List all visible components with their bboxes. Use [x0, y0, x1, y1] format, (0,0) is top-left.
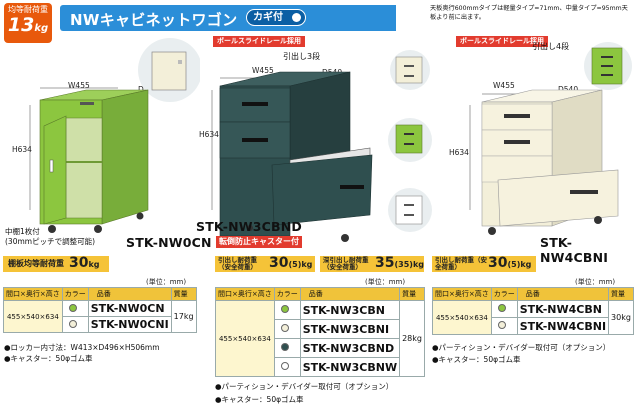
p3-load-bar: 引出し耐荷重（安全荷重） 30(5)kg — [432, 256, 536, 272]
p2-th-color: カラー — [273, 287, 301, 301]
p2-unit-label: (単位：mm) — [365, 278, 406, 286]
page-title: NWキャビネットワゴン — [70, 11, 238, 29]
ivory-color-dot — [281, 324, 290, 332]
p3-open-drawer — [497, 169, 619, 227]
p3-rail-tag: ボールスライドレール採用 — [456, 36, 548, 47]
p3-dim-width: W455 — [493, 81, 515, 90]
p2-th-model: 品番 — [299, 287, 401, 301]
load-capacity-value: 13kg — [7, 14, 49, 36]
p2-th-mass: 質量 — [399, 287, 425, 301]
table-row: STK-NW0CN — [87, 300, 172, 317]
p2-load-bar-b: 深引出し耐荷重（安全荷重） 35(35)kg — [320, 256, 424, 272]
key-badge-label: カギ付 — [253, 12, 283, 23]
p1-dim-width: W455 — [68, 81, 90, 90]
p2-spec-table: 間口×奥行×高さ カラー 品番 質量 455×540×634 STK-NW3CB… — [215, 287, 425, 377]
key-badge: カギ付 — [246, 9, 306, 26]
p1-td-mass: 17kg — [170, 300, 197, 333]
table-row: STK-NW3CBNI — [299, 319, 401, 339]
p3-cabinet-illustration — [469, 42, 632, 235]
p2-load-value-b: 35(35)kg — [375, 255, 424, 271]
p1-cabinet-door — [43, 115, 67, 225]
p2-load-value-a: 30(5)kg — [269, 255, 313, 271]
p3-td-size: 455×540×634 — [432, 300, 492, 335]
p1-th-size: 間口×奥行×高さ — [3, 287, 63, 301]
p3-th-size: 間口×奥行×高さ — [432, 287, 492, 301]
title-bar: NWキャビネットワゴン — [60, 5, 396, 31]
p2-inset-ivory — [395, 56, 423, 84]
p3-load-label: 引出し耐荷重（安全荷重） — [435, 256, 487, 271]
p3-model-label: STK-NW4CBNI — [540, 235, 609, 265]
p3-load-value: 30(5)kg — [488, 255, 532, 271]
p2-dim-width: W455 — [252, 66, 274, 75]
p3-dim-height: H634 — [449, 148, 469, 157]
p2-rail-tag: ボールスライドレール採用 — [213, 36, 305, 47]
p2-inset-green — [395, 124, 423, 154]
load-capacity-label: 均等耐荷重 — [8, 5, 48, 14]
p1-inset-cabinet — [151, 51, 187, 91]
p3-th-model: 品番 — [516, 287, 610, 301]
table-row: STK-NW3CBND — [299, 338, 401, 358]
p2-cabinet-illustration — [211, 50, 432, 244]
p2-td-size: 455×540×634 — [215, 300, 275, 377]
green-color-dot — [69, 303, 78, 312]
dark-green-color-dot — [281, 343, 290, 351]
p2-load-bar-a: 引出し耐荷重（安全荷重） 30(5)kg — [215, 256, 315, 272]
table-row: STK-NW4CBN — [516, 300, 610, 318]
ivory-color-dot — [498, 321, 507, 329]
table-row: STK-NW0CNI — [87, 316, 172, 333]
p2-drawer-label: 引出し3段 — [283, 52, 321, 61]
p1-note-1: ●ロッカー内寸法：W413×D496×H506mm — [4, 343, 160, 352]
p2-open-drawer — [271, 154, 373, 226]
top-note: 天板奥行600mmタイプは軽量タイプ=71mm、中量タイプ=95mm天板より前に… — [430, 5, 628, 21]
key-dot-icon — [292, 13, 301, 22]
p1-th-model: 品番 — [87, 287, 172, 301]
p1-dim-height: H634 — [12, 145, 32, 154]
p2-th-size: 間口×奥行×高さ — [215, 287, 275, 301]
p2-load-label-a: 引出し耐荷重（安全荷重） — [218, 256, 257, 271]
p3-note-1: ●パーティション・デバイダー取付可（オプション） — [432, 343, 611, 352]
p1-load-bar: 棚板均等耐荷重 30kg — [3, 256, 109, 272]
p1-th-mass: 質量 — [170, 287, 197, 301]
p3-drawer-label: 引出し4段 — [532, 42, 570, 51]
p1-shelf-note: 中棚1枚付 (30mmピッチで調整可能) — [5, 227, 96, 246]
table-row: STK-NW4CBNI — [516, 317, 610, 335]
p3-spec-table: 間口×奥行×高さ カラー 品番 質量 455×540×634 STK-NW4CB… — [432, 287, 634, 335]
p1-inset-lock — [178, 60, 182, 64]
load-capacity-badge: 均等耐荷重 13kg — [4, 3, 52, 43]
p2-inset-white — [395, 195, 423, 225]
p3-td-mass: 30kg — [608, 300, 634, 335]
p1-cabinet-illustration — [29, 38, 200, 233]
p2-dim-height: H634 — [199, 130, 219, 139]
p2-caster-tag: 転倒防止キャスター付 — [216, 236, 302, 248]
table-row: STK-NW3CBN — [299, 300, 401, 320]
p3-dim-depth: D540 — [558, 85, 579, 94]
ivory-color-dot — [69, 319, 78, 328]
p1-load-label: 棚板均等耐荷重 — [8, 259, 64, 268]
p2-note-1: ●パーティション・デバイダー取付可（オプション） — [215, 382, 394, 391]
p1-unit-label: (単位：mm) — [146, 278, 187, 286]
p2-note-2: ●キャスター：50φゴム車 — [215, 395, 304, 404]
p1-th-color: カラー — [61, 287, 89, 301]
p3-th-mass: 質量 — [608, 287, 634, 301]
p2-load-label-b: 深引出し耐荷重（安全荷重） — [323, 256, 369, 271]
green-color-dot — [498, 304, 507, 312]
p1-model-label: STK-NW0CN — [126, 235, 212, 250]
p1-spec-table: 間口×奥行×高さ カラー 品番 質量 455×540×634 STK-NW0CN… — [3, 287, 197, 333]
p1-load-value: 30kg — [69, 255, 100, 271]
p3-th-color: カラー — [490, 287, 518, 301]
p3-unit-label: (単位：mm) — [575, 278, 616, 286]
green-color-dot — [281, 305, 290, 313]
p2-model-label: STK-NW3CBND — [196, 219, 303, 234]
p1-note-2: ●キャスター：50φゴム車 — [4, 354, 93, 363]
p2-td-mass: 28kg — [399, 300, 425, 377]
p1-td-size: 455×540×634 — [3, 300, 63, 333]
p3-note-2: ●キャスター：50φゴム車 — [432, 355, 521, 364]
white-color-dot — [281, 362, 290, 370]
table-row: STK-NW3CBNW — [299, 357, 401, 377]
